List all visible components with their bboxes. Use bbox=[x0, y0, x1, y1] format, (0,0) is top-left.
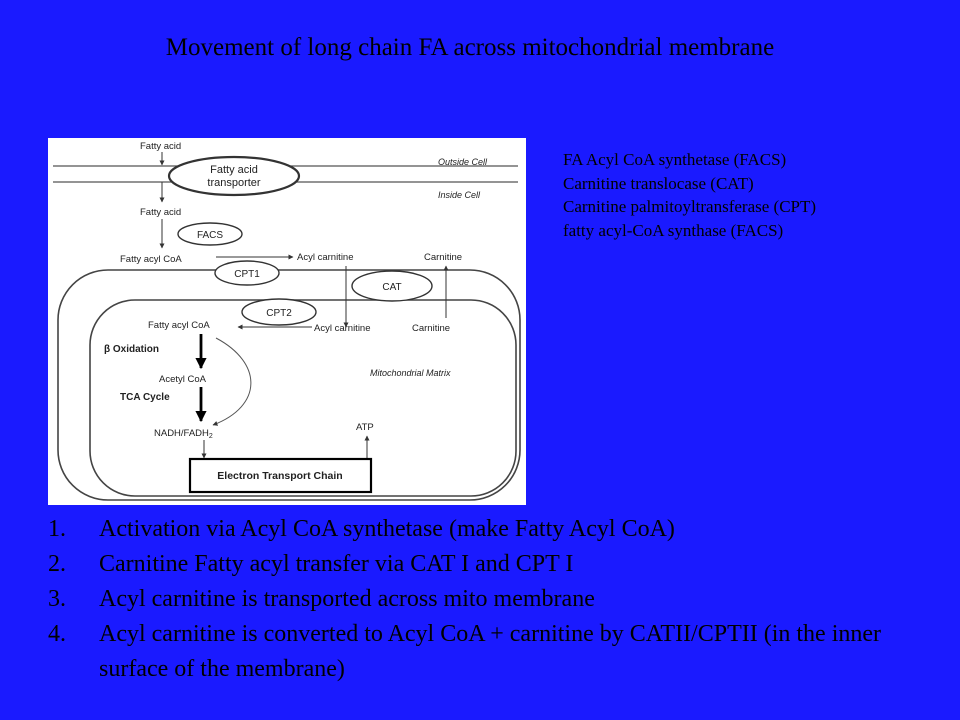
legend-item: fatty acyl-CoA synthase (FACS) bbox=[563, 220, 784, 240]
label-carnitine-outer: Carnitine bbox=[424, 252, 462, 263]
step-number: 1. bbox=[48, 516, 66, 542]
label-cpt1: CPT1 bbox=[234, 269, 260, 280]
legend-item: Carnitine palmitoyltransferase (CPT) bbox=[563, 197, 817, 216]
mito-outer-membrane bbox=[57, 269, 521, 501]
step-item: 1. Activation via Acyl CoA synthetase (ma… bbox=[48, 512, 948, 547]
step-number: 4. bbox=[48, 621, 66, 647]
cpt1-enzyme bbox=[214, 260, 280, 286]
step-text: Acyl carnitine is converted to Acyl CoA … bbox=[99, 621, 882, 682]
abbreviation-legend: FA Acyl CoA synthetase (FACS) Carnitine … bbox=[563, 148, 943, 242]
label-tca-cycle: TCA Cycle bbox=[120, 392, 170, 403]
step-number: 2. bbox=[48, 551, 66, 577]
label-carnitine-inner: Carnitine bbox=[412, 323, 450, 334]
fatty-acid-transporter bbox=[167, 155, 301, 197]
cat-enzyme bbox=[351, 270, 433, 302]
label-fatty-acid-inside: Fatty acid bbox=[140, 207, 181, 218]
label-acyl-carnitine-outer: Acyl carnitine bbox=[297, 252, 354, 263]
curved-return-arrow bbox=[212, 337, 252, 426]
step-item: 3. Acyl carnitine is transported across m… bbox=[48, 582, 948, 617]
diagram-svg: Fatty acid Fatty acid transporter Outsid… bbox=[53, 141, 521, 501]
label-nadh-fadh: NADH/FADH2 bbox=[154, 428, 213, 440]
label-cat: CAT bbox=[382, 282, 401, 293]
label-fatty-acyl-coa-outer: Fatty acyl CoA bbox=[120, 254, 182, 265]
mito-inner-membrane bbox=[89, 299, 517, 497]
label-fatty-acid-top: Fatty acid bbox=[140, 141, 181, 152]
label-atp: ATP bbox=[356, 422, 374, 433]
label-acetyl-coa: Acetyl CoA bbox=[159, 374, 207, 385]
step-item: 2. Carnitine Fatty acyl transfer via CAT … bbox=[48, 547, 948, 582]
label-outside-cell: Outside Cell bbox=[438, 157, 488, 167]
step-item: 4. Acyl carnitine is converted to Acyl Co… bbox=[48, 617, 948, 687]
label-transporter-1: Fatty acid bbox=[210, 164, 258, 176]
step-number: 3. bbox=[48, 586, 66, 612]
step-text: Carnitine Fatty acyl transfer via CAT I … bbox=[99, 551, 574, 577]
label-etc: Electron Transport Chain bbox=[217, 470, 342, 482]
step-text: Activation via Acyl CoA synthetase (make… bbox=[99, 516, 675, 542]
fatty-acid-transport-diagram: Fatty acid Fatty acid transporter Outsid… bbox=[48, 138, 526, 505]
cpt2-enzyme bbox=[241, 298, 317, 326]
legend-item: FA Acyl CoA synthetase (FACS) bbox=[563, 150, 787, 169]
electron-transport-chain-box bbox=[188, 457, 373, 494]
label-facs: FACS bbox=[197, 230, 223, 241]
legend-item: Carnitine translocase (CAT) bbox=[563, 173, 754, 193]
label-transporter-2: transporter bbox=[207, 177, 261, 189]
label-fatty-acyl-coa-inner: Fatty acyl CoA bbox=[148, 320, 210, 331]
steps-list: 1. Activation via Acyl CoA synthetase (ma… bbox=[48, 512, 948, 687]
label-inside-cell: Inside Cell bbox=[438, 190, 481, 200]
slide-title: Movement of long chain FA across mitocho… bbox=[165, 34, 775, 61]
label-cpt2: CPT2 bbox=[266, 308, 292, 319]
label-mito-matrix: Mitochondrial Matrix bbox=[370, 368, 451, 378]
facs-enzyme bbox=[177, 222, 243, 246]
step-text: Acyl carnitine is transported across mit… bbox=[99, 586, 595, 612]
label-acyl-carnitine-inner: Acyl carnitine bbox=[314, 323, 371, 334]
label-beta-oxidation: β Oxidation bbox=[104, 344, 159, 355]
